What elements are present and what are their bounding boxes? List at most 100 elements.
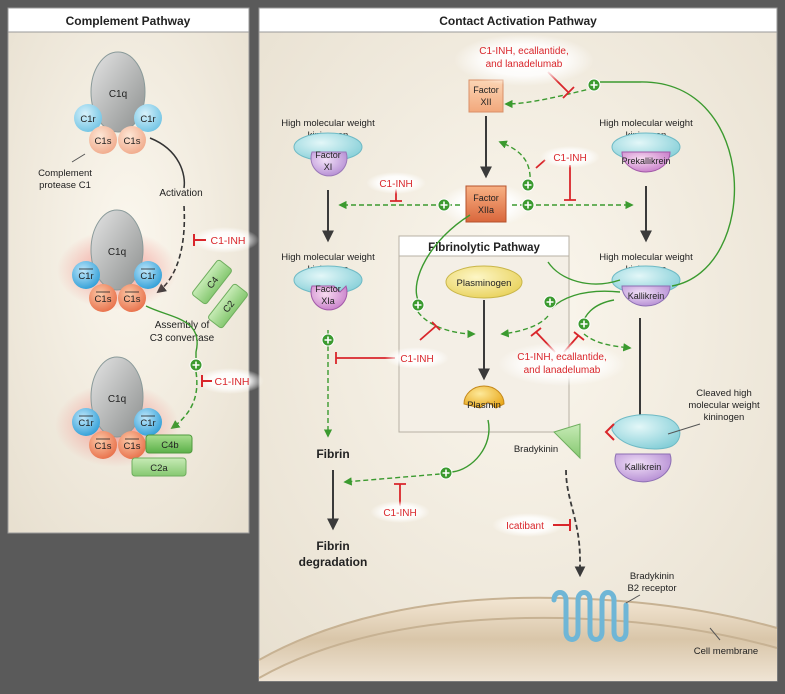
c1inh-xi-label: C1-INH (379, 179, 412, 190)
svg-text:C1r: C1r (78, 271, 93, 282)
plus-icon (437, 198, 451, 212)
c1s-active-left (89, 431, 117, 459)
plus-icon (321, 333, 335, 347)
fibrin-degradation-label-1: Fibrin (316, 539, 349, 553)
c1s-right (118, 126, 146, 154)
svg-text:C1s: C1s (95, 441, 112, 452)
c1s-active-left (89, 284, 117, 312)
fibrin-label: Fibrin (316, 447, 349, 461)
cleaved-hmwk-label-2: molecular weight (688, 400, 760, 411)
svg-text:Bradykinin: Bradykinin (514, 444, 558, 455)
svg-text:Plasminogen: Plasminogen (457, 278, 512, 289)
factor-xii: Factor XII (468, 79, 504, 113)
svg-text:XIa: XIa (321, 296, 335, 306)
svg-text:C1r: C1r (140, 271, 155, 282)
plus-icon (189, 358, 203, 372)
cleaved-hmwk-kallikrein: Kallikrein (604, 414, 681, 483)
icatibant-label: Icatibant (506, 521, 544, 532)
c1inh-fibrin-label: C1-INH (400, 354, 433, 365)
c1q-molecule (90, 51, 146, 133)
svg-text:High molecular weight: High molecular weight (281, 118, 375, 129)
svg-text:C1s: C1s (124, 294, 141, 305)
plus-icon (543, 295, 557, 309)
c1s-active-right (118, 431, 146, 459)
factor-xia-molecule (310, 285, 348, 311)
svg-text:C1s: C1s (124, 136, 141, 147)
svg-text:C1s: C1s (95, 294, 112, 305)
svg-text:Prekallikrein: Prekallikrein (621, 156, 670, 166)
cleaved-hmwk-molecule (611, 414, 681, 450)
combo-mid-label-1: C1-INH, ecallantide, (517, 352, 606, 363)
plus-icon (521, 198, 535, 212)
combo-mid-label-2: and lanadelumab (524, 365, 601, 376)
svg-text:C1r: C1r (80, 114, 95, 125)
svg-text:XIIa: XIIa (478, 205, 494, 215)
combo-top-label-1: C1-INH, ecallantide, (479, 46, 568, 57)
svg-text:Kallikrein: Kallikrein (625, 462, 662, 472)
fibrinolytic-title: Fibrinolytic Pathway (428, 242, 540, 254)
assembly-label-1: Assembly of (155, 320, 210, 331)
c1-complex-inactive: C1q C1r C1r C1s C1s (71, 51, 162, 163)
hmwk-kallikrein: High molecular weight kininogen Kallikre… (599, 252, 693, 307)
activation-label: Activation (159, 188, 202, 199)
plus-icons (321, 78, 601, 480)
plus-icon (521, 178, 535, 192)
svg-text:High molecular weight: High molecular weight (281, 252, 375, 263)
bradykinin: Bradykinin (514, 423, 581, 460)
cleaved-hmwk-label-1: Cleaved high (696, 388, 751, 399)
svg-text:High molecular weight: High molecular weight (599, 252, 693, 263)
cleaved-hmwk-label-3: kininogen (704, 412, 745, 423)
c1q-label: C1q (109, 89, 127, 100)
cell-membrane-label: Cell membrane (694, 646, 758, 657)
svg-text:C1s: C1s (124, 441, 141, 452)
svg-text:C2a: C2a (150, 463, 168, 474)
svg-text:High molecular weight: High molecular weight (599, 118, 693, 129)
complement-protease-label-2: protease C1 (39, 180, 91, 191)
factor-xiia: Factor XIIa (440, 183, 532, 227)
c1s-active-right (118, 284, 146, 312)
c4b-molecule (145, 434, 193, 454)
kallikrein-molecule (621, 285, 671, 307)
svg-text:XII: XII (480, 97, 491, 107)
plasminogen: Plasminogen (445, 265, 523, 299)
svg-text:C4b: C4b (161, 440, 178, 451)
svg-text:XI: XI (324, 162, 333, 172)
combo-top-label-2: and lanadelumab (486, 59, 563, 70)
b2-receptor-label-1: Bradykinin (630, 571, 674, 582)
c2a-molecule (131, 457, 187, 477)
svg-text:Kallikrein: Kallikrein (628, 291, 665, 301)
c1r-active-left (72, 408, 100, 436)
c1r-active-right (134, 408, 162, 436)
cell-membrane (258, 596, 778, 681)
plus-icon (587, 78, 601, 92)
svg-text:Factor: Factor (473, 193, 499, 203)
hmwk-factor-xi: High molecular weight kininogen Factor X… (281, 118, 375, 177)
b2-receptor-label-2: B2 receptor (627, 583, 676, 594)
complement-title: Complement Pathway (66, 14, 191, 28)
c3-convertase-complex: C1q C1r C1r C1s C1s C4b C2a (55, 356, 193, 477)
c2-molecule (208, 283, 248, 329)
c1q-molecule (90, 209, 144, 291)
svg-text:Plasmin: Plasmin (467, 400, 501, 411)
c1-complex-active: C1q C1r C1r C1s C1s (57, 209, 177, 312)
svg-text:C1s: C1s (95, 136, 112, 147)
c1inh-assembly-label: C1-INH (214, 376, 249, 388)
complement-protease-label-1: Complement (38, 168, 92, 179)
svg-text:C1r: C1r (140, 418, 155, 429)
c1inh-xiia-label: C1-INH (553, 153, 586, 164)
hmwk-factor-xia: High molecular weight kininogen Factor X… (281, 252, 375, 311)
contact-title: Contact Activation Pathway (439, 14, 597, 28)
c1s-left (89, 126, 117, 154)
c1inh-plasmin-label: C1-INH (383, 508, 416, 519)
c1r-right (134, 104, 162, 132)
plasmin: Plasmin (463, 385, 505, 411)
c4-molecule (192, 259, 232, 305)
kallikrein-molecule (614, 453, 672, 483)
plus-icon (439, 466, 453, 480)
svg-text:Factor: Factor (315, 150, 341, 160)
svg-text:C1q: C1q (108, 247, 126, 258)
c1r-active-left (72, 261, 100, 289)
assembly-label-2: C3 convertase (150, 333, 215, 344)
svg-text:Factor: Factor (473, 85, 499, 95)
